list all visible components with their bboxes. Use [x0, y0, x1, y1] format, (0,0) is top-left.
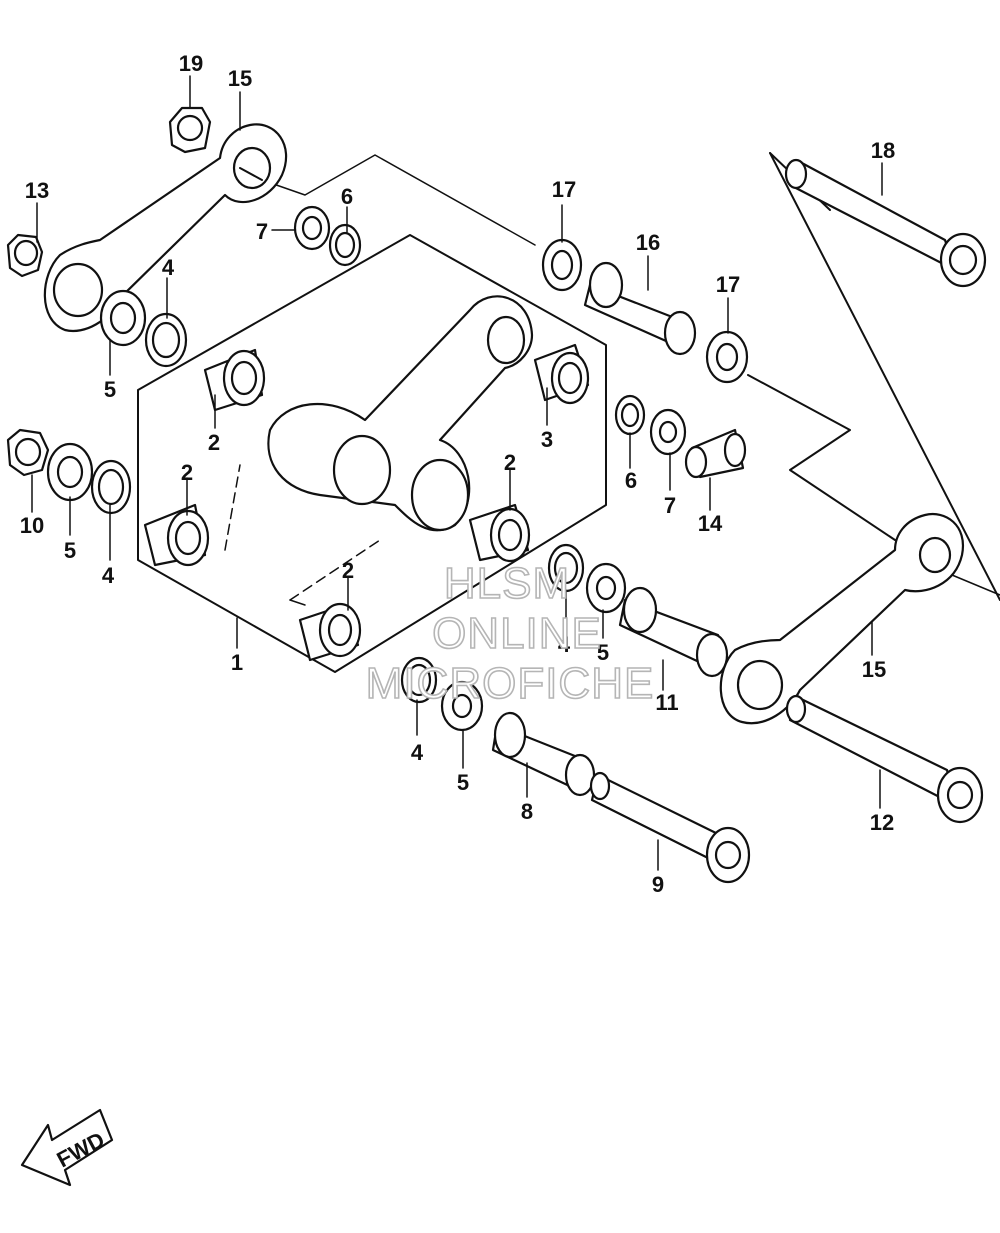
watermark-line-3: MICROFICHE [366, 659, 655, 708]
callout-13: 13 [25, 178, 49, 203]
bearing-2-b [143, 503, 210, 567]
lever-outline [137, 234, 607, 673]
callout-4: 4 [162, 255, 175, 280]
callout-2: 2 [208, 430, 220, 455]
bolt-9 [589, 771, 751, 884]
callout-9: 9 [652, 872, 664, 897]
callout-6: 6 [625, 468, 637, 493]
seal-4-left [90, 459, 132, 515]
washer-7-top [293, 205, 331, 251]
callout-17: 17 [552, 177, 576, 202]
bushing-16 [583, 261, 697, 356]
watermark: HLSM ONLINE MICROFICHE [365, 558, 655, 709]
callout-6: 6 [341, 184, 353, 209]
callout-8: 8 [521, 799, 533, 824]
washer-5-mid [585, 562, 627, 614]
callout-7: 7 [664, 493, 676, 518]
watermark-line-1: HLSM [444, 559, 570, 608]
fwd-arrow: FWD [20, 1108, 114, 1187]
nut-13 [6, 233, 44, 278]
leader-lines [224, 154, 1000, 606]
seal-4-mid [547, 543, 585, 593]
bolt-12 [785, 694, 984, 824]
callout-15: 15 [862, 657, 886, 682]
callout-19: 19 [179, 51, 203, 76]
callout-numbers: 1 2 2 2 2 3 4 4 4 4 5 5 5 5 6 6 7 7 8 9 … [20, 51, 895, 897]
callout-2: 2 [504, 450, 516, 475]
watermark-line-2: ONLINE [432, 609, 602, 658]
link-rod-right [719, 512, 965, 725]
callout-5: 5 [457, 770, 469, 795]
callout-4: 4 [558, 632, 571, 657]
nut-10 [6, 428, 50, 477]
callout-17: 17 [716, 272, 740, 297]
callout-5: 5 [104, 377, 116, 402]
callout-2: 2 [181, 460, 193, 485]
callout-5: 5 [64, 538, 76, 563]
washer-5-left [46, 442, 94, 502]
washer-5-lower [440, 680, 484, 732]
washer-7-right [649, 408, 687, 456]
washer-17-lower [705, 330, 749, 384]
bearing-2-c [468, 503, 531, 563]
callout-1: 1 [231, 650, 243, 675]
callout-7: 7 [256, 219, 268, 244]
seal-4-top [144, 312, 188, 368]
callout-leaders [31, 75, 883, 871]
bushing-11 [618, 586, 729, 678]
nut-19 [168, 106, 212, 154]
bearing-2-d [298, 602, 362, 662]
link-rod-left [43, 123, 288, 333]
bearing-2-a [203, 348, 266, 412]
washer-17-upper [541, 238, 583, 292]
callout-5: 5 [597, 640, 609, 665]
washer-5-top [99, 289, 147, 347]
bushing-8 [491, 711, 596, 797]
callout-16: 16 [636, 230, 660, 255]
callout-2: 2 [342, 558, 354, 583]
callout-12: 12 [870, 810, 894, 835]
bolt-18 [784, 158, 987, 288]
callout-11: 11 [655, 690, 678, 715]
seal-6-right [614, 394, 646, 436]
callout-3: 3 [541, 427, 553, 452]
seal-6-top [328, 223, 362, 267]
callout-14: 14 [698, 511, 723, 536]
callout-4: 4 [411, 740, 424, 765]
collar-14 [684, 428, 747, 479]
callout-18: 18 [871, 138, 895, 163]
cushion-lever [267, 295, 534, 532]
callout-10: 10 [20, 513, 44, 538]
callout-4: 4 [102, 563, 115, 588]
bearing-3 [533, 343, 590, 405]
callout-15: 15 [228, 66, 252, 91]
seal-4-lower [400, 656, 438, 704]
